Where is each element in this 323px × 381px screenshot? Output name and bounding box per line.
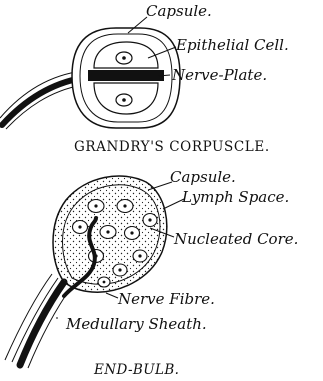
end-bulb-drawing [5, 176, 167, 368]
end-bulb-capsule-label: Capsule. [170, 168, 236, 186]
grandry-caption: GRANDRY'S CORPUSCLE. [74, 139, 270, 155]
grandry-corpuscle-drawing [0, 28, 180, 129]
grandry-capsule-label: Capsule. [146, 2, 212, 20]
lymph-space-label: Lymph Space. [181, 188, 289, 206]
medullary-sheath [20, 282, 64, 365]
nucleated-core-label: Nucleated Core. [173, 230, 298, 248]
grandry-nerve-plate [88, 70, 164, 81]
nerve-plate-label: Nerve-Plate. [171, 66, 267, 84]
medullary-sheath-label: Medullary Sheath. [65, 315, 207, 333]
epithelial-cell-label: Epithelial Cell. [175, 36, 289, 54]
nerve-fibre-label: Nerve Fibre. [117, 290, 215, 308]
end-bulb-caption: END-BULB. [93, 362, 179, 378]
